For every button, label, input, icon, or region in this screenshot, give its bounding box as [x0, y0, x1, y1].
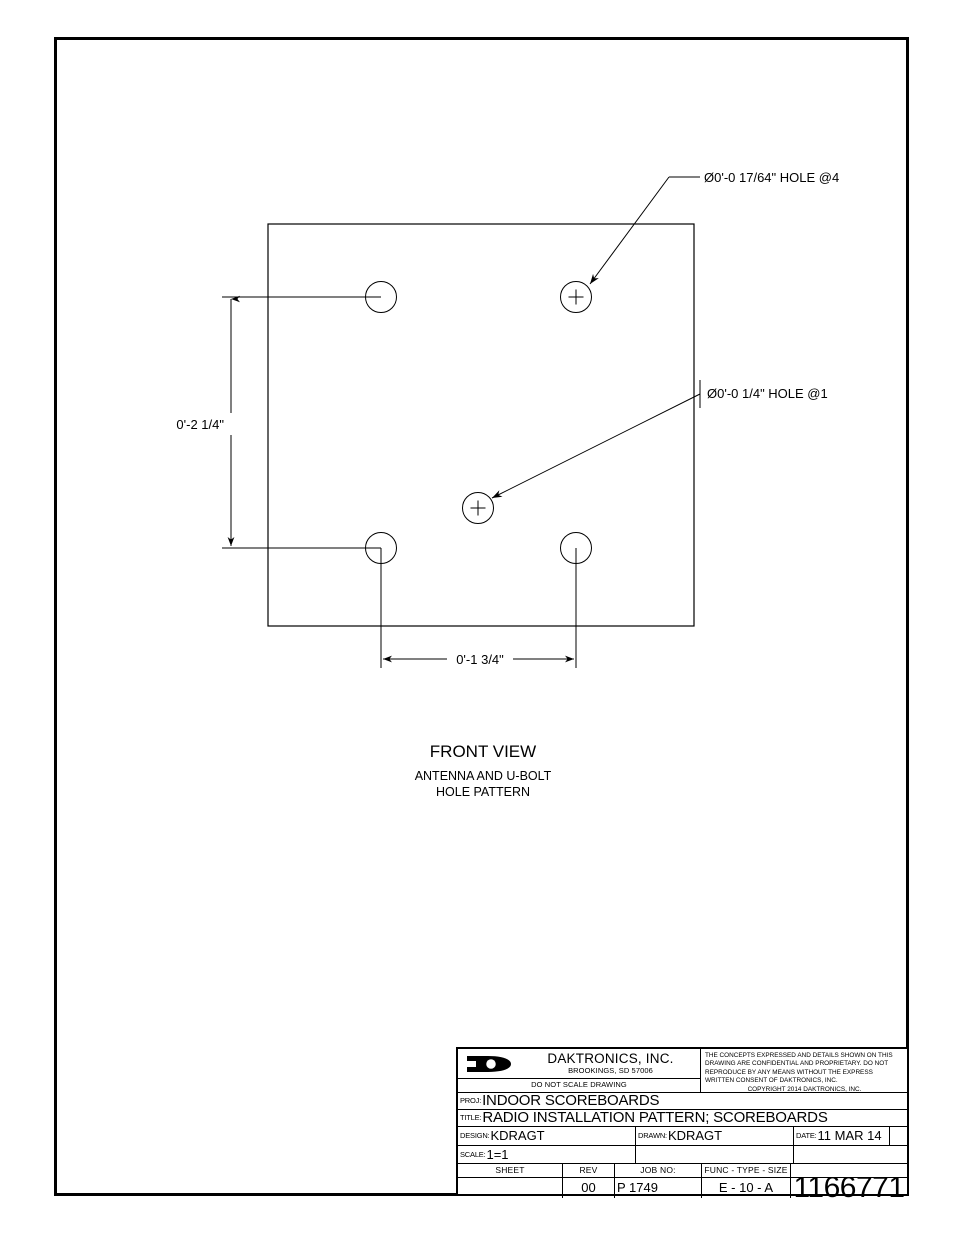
do-not-scale-note: DO NOT SCALE DRAWING: [531, 1080, 627, 1090]
date-value: 11 MAR 14: [817, 1128, 882, 1144]
company-name: DAKTRONICS, INC.: [547, 1050, 674, 1066]
project-value: INDOOR SCOREBOARDS: [482, 1093, 660, 1110]
project-cell: PROJ: INDOOR SCOREBOARDS: [458, 1093, 907, 1110]
drawing-number: 1166771: [793, 1178, 905, 1198]
scale-spare-cell-1: [636, 1146, 794, 1164]
drawing-title-value: RADIO INSTALLATION PATTERN; SCOREBOARDS: [482, 1110, 828, 1127]
rev-value-cell: 00: [563, 1178, 615, 1198]
legal-line-3: REPRODUCE BY ANY MEANS WITHOUT THE EXPRE…: [705, 1068, 873, 1076]
scale-value: 1=1: [486, 1146, 509, 1162]
design-cell: DESIGN: KDRAGT: [458, 1127, 636, 1146]
legal-notice-cell: THE CONCEPTS EXPRESSED AND DETAILS SHOWN…: [701, 1049, 907, 1093]
drawn-label: DRAWN:: [638, 1131, 667, 1141]
drawing-title-cell: TITLE: RADIO INSTALLATION PATTERN; SCORE…: [458, 1110, 907, 1127]
company-identity-cell: DAKTRONICS, INC. BROOKINGS, SD 57006 DO …: [458, 1049, 701, 1093]
design-drawn-date-row: DESIGN: KDRAGT DRAWN: KDRAGT DATE: 11 MA…: [458, 1127, 907, 1146]
footer-header-row: SHEET REV JOB NO: FUNC - TYPE - SIZE: [458, 1164, 907, 1178]
sheet-border: [54, 37, 909, 1196]
sheet-value-cell: [458, 1178, 563, 1198]
dwgnum-header-spare: [791, 1164, 907, 1178]
scale-spare-cell-2: [794, 1146, 907, 1164]
legal-line-2: DRAWING ARE CONFIDENTIAL AND PROPRIETARY…: [705, 1060, 889, 1068]
date-spare-cell: [890, 1127, 907, 1146]
drawing-title-label: TITLE:: [460, 1113, 482, 1123]
func-header: FUNC - TYPE - SIZE: [702, 1164, 791, 1178]
title-block-header-row: DAKTRONICS, INC. BROOKINGS, SD 57006 DO …: [458, 1049, 907, 1093]
company-name-row: DAKTRONICS, INC. BROOKINGS, SD 57006: [458, 1049, 700, 1079]
func-value-cell: E - 10 - A: [702, 1178, 791, 1198]
project-label: PROJ:: [460, 1096, 482, 1106]
date-cell: DATE: 11 MAR 14: [794, 1127, 890, 1146]
drawing-number-cell: 1166771: [791, 1178, 907, 1198]
legal-line-1: THE CONCEPTS EXPRESSED AND DETAILS SHOWN…: [705, 1052, 893, 1059]
title-block: DAKTRONICS, INC. BROOKINGS, SD 57006 DO …: [456, 1047, 909, 1198]
daktronics-logo-icon: [467, 1055, 511, 1072]
scale-row: SCALE: 1=1: [458, 1146, 907, 1164]
scale-label: SCALE:: [460, 1149, 486, 1159]
company-text-wrap: DAKTRONICS, INC. BROOKINGS, SD 57006: [521, 1050, 700, 1076]
job-header: JOB NO:: [615, 1164, 702, 1178]
company-city: BROOKINGS, SD 57006: [568, 1066, 653, 1076]
job-value-cell: P 1749: [615, 1178, 702, 1198]
drawn-cell: DRAWN: KDRAGT: [636, 1127, 794, 1146]
footer-values-row: 00 P 1749 E - 10 - A 1166771: [458, 1178, 907, 1198]
design-label: DESIGN:: [460, 1131, 490, 1141]
project-row: PROJ: INDOOR SCOREBOARDS: [458, 1093, 907, 1110]
sheet-header: SHEET: [458, 1164, 563, 1178]
legal-line-5: COPYRIGHT 2014 DAKTRONICS, INC.: [747, 1085, 862, 1093]
legal-line-4: WRITTEN CONSENT OF DAKTRONICS, INC.: [705, 1077, 838, 1085]
scale-cell: SCALE: 1=1: [458, 1146, 636, 1164]
date-label: DATE:: [796, 1131, 817, 1141]
rev-header: REV: [563, 1164, 615, 1178]
drawing-title-row: TITLE: RADIO INSTALLATION PATTERN; SCORE…: [458, 1110, 907, 1127]
drawn-value: KDRAGT: [667, 1128, 723, 1144]
design-value: KDRAGT: [490, 1128, 545, 1144]
